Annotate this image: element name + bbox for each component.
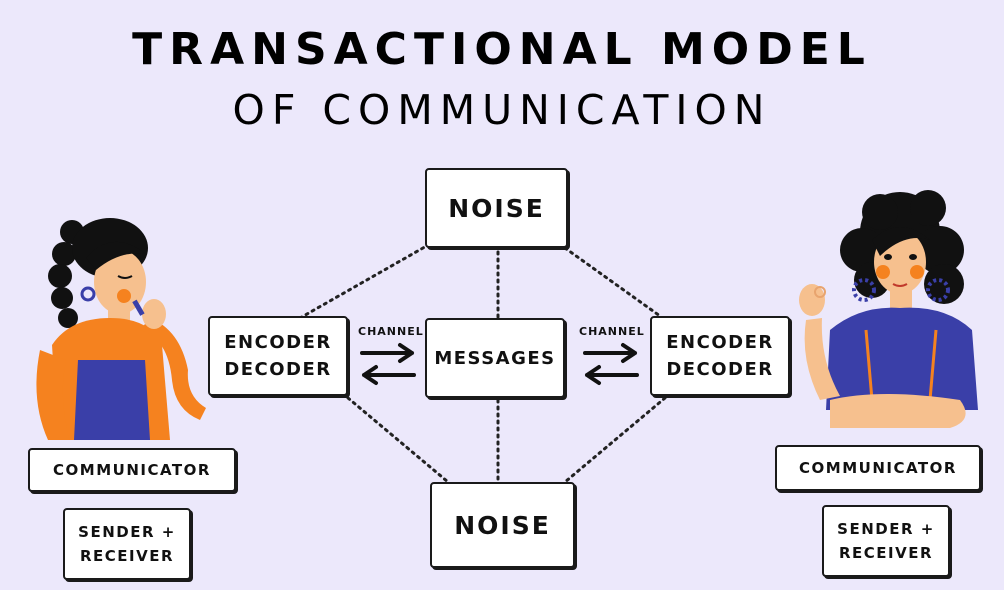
receiver-label: RECEIVER [79, 547, 175, 565]
noise-box-top: NOISE [425, 168, 568, 248]
face [874, 230, 926, 294]
communicator-box-left: COMMUNICATOR [28, 448, 236, 492]
receiver-label: RECEIVER [838, 544, 934, 562]
decoder-label: DECODER [224, 359, 332, 380]
title-line-1: TRANSACTIONAL MODEL [132, 24, 872, 75]
braid [48, 220, 84, 328]
connector-right-to-noise-bottom [563, 396, 667, 484]
channel-arrows-right [583, 343, 639, 385]
channel-arrows-left [360, 343, 416, 385]
arrow-right-icon [583, 343, 637, 363]
channel-label-right: CHANNEL [579, 325, 645, 338]
arrow-right-icon [360, 343, 414, 363]
sender-receiver-box-right: SENDER + RECEIVER [822, 505, 950, 577]
title-line-2: OF COMMUNICATION [232, 86, 772, 134]
connector-left-to-noise-bottom [346, 396, 450, 484]
hair [72, 218, 148, 278]
decoder-label: DECODER [666, 359, 774, 380]
noise-box-bottom: NOISE [430, 482, 575, 568]
right-person-illustration [799, 190, 978, 428]
arrow-left-icon [585, 365, 639, 385]
face [94, 250, 146, 314]
encoder-decoder-box-left: ENCODER DECODER [208, 316, 348, 396]
curly-hair [840, 190, 964, 304]
earring [80, 286, 96, 302]
sender-label: SENDER + [78, 523, 176, 541]
connector-left-to-noise-top [298, 242, 432, 320]
torso [52, 318, 170, 440]
communicator-box-right: COMMUNICATOR [775, 445, 981, 491]
connector-right-to-noise-top [563, 246, 662, 318]
encoder-decoder-box-right: ENCODER DECODER [650, 316, 790, 396]
encoder-label: ENCODER [224, 332, 332, 353]
blouse [826, 307, 978, 410]
earring [926, 278, 950, 302]
sender-receiver-box-left: SENDER + RECEIVER [63, 508, 191, 580]
arrow-left-icon [362, 365, 416, 385]
left-person-illustration [36, 218, 206, 440]
messages-box: MESSAGES [425, 318, 565, 398]
earring [852, 278, 876, 302]
channel-label-left: CHANNEL [358, 325, 424, 338]
encoder-label: ENCODER [666, 332, 774, 353]
sender-label: SENDER + [837, 520, 935, 538]
